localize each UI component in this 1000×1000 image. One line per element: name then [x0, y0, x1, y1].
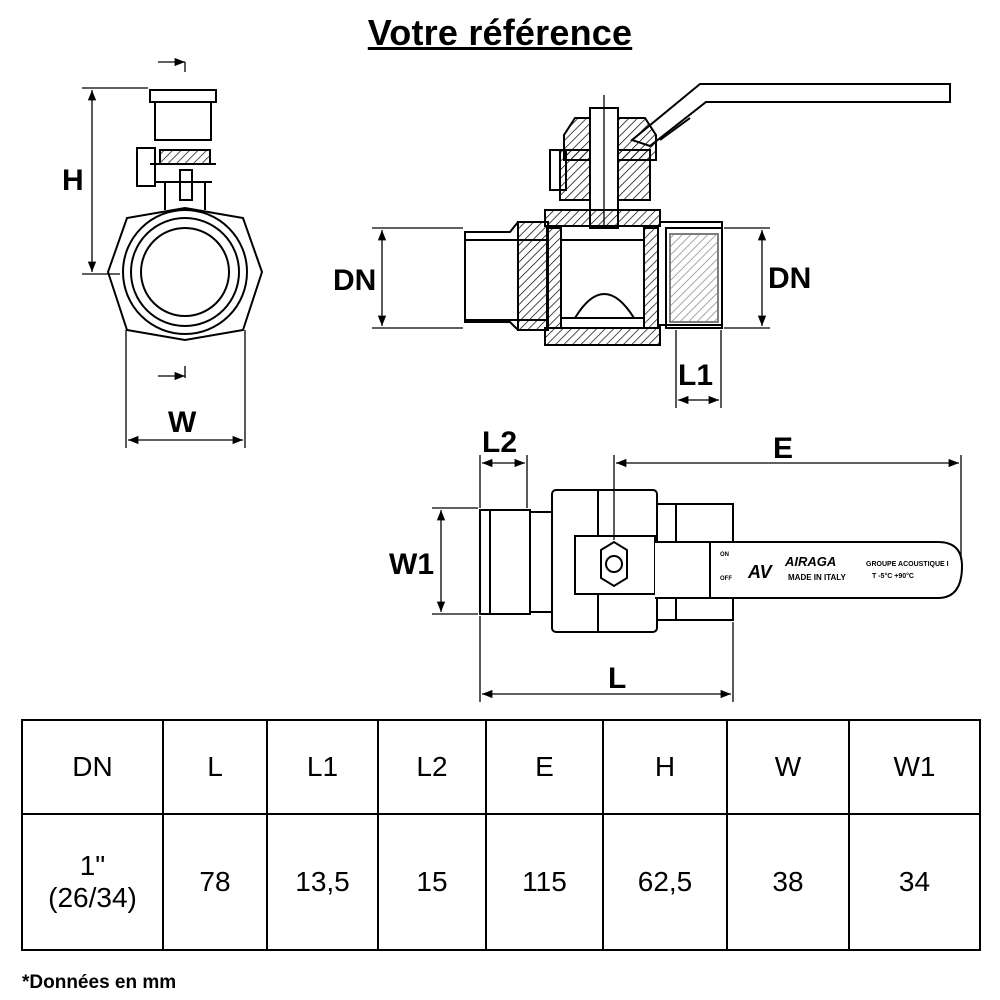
top-lever: [655, 541, 964, 599]
section-lever: [629, 83, 951, 148]
label-l1: L1: [678, 359, 713, 392]
handle-lettering: ON OFF AV AIRAGA MADE IN ITALY GROUPE AC…: [720, 552, 949, 582]
dimension-w: [125, 330, 246, 448]
handle-groupe-text: GROUPE ACOUSTIQUE I: [866, 561, 949, 568]
label-h: H: [62, 164, 84, 197]
table-cell: 38: [726, 813, 850, 951]
dimension-dn-left: [372, 227, 463, 329]
page-title: Votre référence: [367, 12, 633, 53]
dimensions-table: DN L L1 L2 E H W W1 1" (26/34) 78 13,5 1…: [21, 719, 981, 951]
side-outer-ring: [122, 209, 248, 335]
side-stem-nut: [159, 149, 211, 165]
dn-size: 1": [79, 850, 106, 881]
table-cell: 13,5: [266, 813, 379, 951]
units-note: *Données en mm: [22, 972, 177, 993]
side-handle-cap: [149, 89, 217, 103]
table-cell-dn: 1" (26/34): [21, 813, 164, 951]
dimension-l1: [675, 330, 722, 408]
table-cell: 62,5: [602, 813, 728, 951]
handle-brand-logo: AV: [747, 562, 774, 582]
label-dn-right: DN: [768, 262, 811, 295]
side-hex-body: [106, 206, 264, 342]
section-ball: [560, 239, 645, 319]
label-e: E: [773, 432, 793, 465]
section-seat-right: [643, 227, 659, 329]
handle-brand-text: AIRAGA: [784, 554, 836, 569]
label-w1: W1: [389, 548, 434, 581]
top-view: [479, 489, 964, 633]
dimension-l: [479, 616, 734, 702]
side-lever-stop: [136, 147, 156, 187]
handle-made-text: MADE IN ITALY: [788, 573, 846, 582]
side-handle-body: [154, 101, 212, 141]
dimension-l2: [479, 455, 528, 508]
handle-off-text: OFF: [720, 576, 732, 582]
label-dn-left: DN: [333, 264, 376, 297]
dimension-dn-right: [724, 227, 770, 329]
top-male-end: [479, 509, 531, 615]
dn-size-detail: (26/34): [48, 882, 137, 913]
table-header-cell: W1: [848, 719, 981, 815]
table-header-row: DN L L1 L2 E H W W1: [21, 719, 981, 815]
side-view: [106, 57, 264, 381]
table-header-cell: W: [726, 719, 850, 815]
table-header-cell: L: [162, 719, 268, 815]
dimension-w1: [432, 507, 478, 615]
section-view: [464, 83, 951, 346]
side-stem: [179, 169, 193, 201]
table-row: 1" (26/34) 78 13,5 15 115 62,5 38 34: [21, 813, 981, 951]
top-stem-nut: [600, 540, 628, 588]
section-outlet-thread: [665, 227, 723, 329]
table-header-cell: L2: [377, 719, 487, 815]
valve-technical-drawing: H W: [62, 57, 964, 702]
dimension-e: [613, 455, 962, 560]
table-cell: 15: [377, 813, 487, 951]
label-w: W: [168, 406, 197, 439]
side-bore: [140, 227, 230, 317]
table-header-cell: H: [602, 719, 728, 815]
handle-temp-text: T -5°C +90°C: [872, 572, 914, 580]
table-cell: 34: [848, 813, 981, 951]
table-cell: 78: [162, 813, 268, 951]
dimension-h: [82, 87, 148, 275]
table-header-cell: L1: [266, 719, 379, 815]
label-l2: L2: [482, 426, 517, 459]
table-header-cell: E: [485, 719, 604, 815]
table-cell: 115: [485, 813, 604, 951]
table-header-cell: DN: [21, 719, 164, 815]
label-l: L: [608, 662, 626, 695]
handle-on-text: ON: [720, 552, 729, 558]
section-seat-left: [546, 227, 562, 329]
